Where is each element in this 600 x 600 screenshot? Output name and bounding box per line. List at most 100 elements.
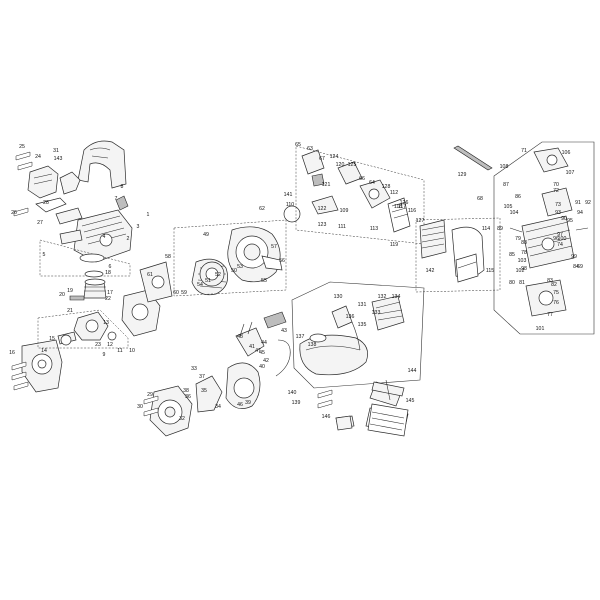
part-number-138: 138 bbox=[308, 342, 317, 348]
part-number-124: 124 bbox=[330, 154, 339, 160]
part-number-100: 100 bbox=[558, 236, 567, 242]
part-number-141: 141 bbox=[284, 192, 293, 198]
part-number-35: 35 bbox=[201, 388, 207, 394]
part-number-18: 18 bbox=[105, 270, 111, 276]
starter-group bbox=[139, 205, 301, 303]
part-number-19: 19 bbox=[67, 288, 73, 294]
part-number-143: 143 bbox=[54, 156, 63, 162]
part-number-44: 44 bbox=[261, 340, 267, 346]
part-number-89: 89 bbox=[497, 226, 503, 232]
part-number-87: 87 bbox=[503, 182, 509, 188]
part-number-48: 48 bbox=[237, 334, 243, 340]
part-number-99: 99 bbox=[571, 254, 577, 260]
part-number-91: 91 bbox=[575, 200, 581, 206]
ignition-group bbox=[149, 311, 291, 437]
part-number-43: 43 bbox=[281, 328, 287, 334]
part-number-45: 45 bbox=[259, 350, 265, 356]
crankcase-group bbox=[21, 253, 161, 393]
part-number-72: 72 bbox=[553, 188, 559, 194]
part-number-57: 57 bbox=[271, 244, 277, 250]
part-number-22: 22 bbox=[105, 296, 111, 302]
part-number-41: 41 bbox=[249, 344, 255, 350]
part-number-126: 126 bbox=[400, 200, 409, 206]
air-filter-group bbox=[415, 217, 501, 293]
part-number-70: 70 bbox=[553, 182, 559, 188]
part-number-112: 112 bbox=[390, 190, 398, 196]
part-number-67: 67 bbox=[319, 156, 325, 162]
part-number-110: 110 bbox=[286, 202, 294, 208]
part-number-136: 136 bbox=[346, 314, 355, 320]
part-number-42: 42 bbox=[263, 358, 269, 364]
part-number-17: 17 bbox=[107, 290, 113, 296]
part-illustrations bbox=[11, 140, 595, 437]
part-number-6: 6 bbox=[109, 264, 112, 270]
part-number-15: 15 bbox=[49, 336, 55, 342]
part-number-77: 77 bbox=[547, 312, 553, 318]
part-number-95: 95 bbox=[567, 218, 573, 224]
part-number-26: 26 bbox=[11, 210, 17, 216]
part-number-83: 83 bbox=[547, 278, 553, 284]
part-number-118: 118 bbox=[394, 204, 402, 210]
part-number-69: 69 bbox=[577, 264, 583, 270]
part-number-54: 54 bbox=[197, 282, 203, 288]
part-number-20: 20 bbox=[59, 292, 65, 298]
part-number-145: 145 bbox=[406, 398, 415, 404]
part-number-29: 29 bbox=[147, 392, 153, 398]
part-number-125: 125 bbox=[348, 162, 357, 168]
part-number-80: 80 bbox=[509, 280, 515, 286]
part-number-97: 97 bbox=[557, 232, 563, 238]
part-number-11: 11 bbox=[117, 348, 122, 354]
part-number-107: 107 bbox=[566, 170, 575, 176]
part-number-21: 21 bbox=[67, 308, 73, 314]
tool-kit-group bbox=[335, 379, 409, 437]
part-number-81: 81 bbox=[519, 280, 525, 286]
part-number-9: 9 bbox=[103, 352, 106, 358]
part-number-90: 90 bbox=[561, 216, 567, 222]
fasteners bbox=[11, 151, 333, 417]
part-number-96: 96 bbox=[553, 236, 559, 242]
part-number-47: 47 bbox=[255, 348, 261, 354]
fan-cover-group bbox=[27, 140, 133, 277]
part-number-33: 33 bbox=[191, 366, 197, 372]
part-number-66: 66 bbox=[359, 176, 365, 182]
part-number-85: 85 bbox=[509, 252, 515, 258]
part-number-36: 36 bbox=[185, 394, 191, 400]
part-number-106: 106 bbox=[562, 150, 571, 156]
part-number-131: 131 bbox=[358, 302, 367, 308]
part-number-88: 88 bbox=[521, 240, 527, 246]
part-number-135: 135 bbox=[358, 322, 367, 328]
part-number-4: 4 bbox=[103, 234, 106, 240]
part-number-139: 139 bbox=[292, 400, 301, 406]
part-number-84: 84 bbox=[573, 264, 579, 270]
part-number-121: 121 bbox=[322, 182, 331, 188]
part-number-92: 92 bbox=[585, 200, 591, 206]
carburetor-group bbox=[493, 141, 595, 335]
part-number-68: 68 bbox=[477, 196, 483, 202]
part-number-73: 73 bbox=[555, 202, 561, 208]
part-number-111: 111 bbox=[338, 224, 346, 230]
part-number-25: 25 bbox=[19, 144, 25, 150]
part-number-122: 122 bbox=[318, 206, 327, 212]
part-number-79: 79 bbox=[515, 236, 521, 242]
long-pin-part bbox=[453, 145, 493, 171]
part-number-94: 94 bbox=[577, 210, 583, 216]
part-number-130: 130 bbox=[334, 294, 343, 300]
part-number-62: 62 bbox=[259, 206, 265, 212]
part-number-108: 108 bbox=[500, 164, 509, 170]
part-number-75: 75 bbox=[553, 290, 559, 296]
part-number-142: 142 bbox=[426, 268, 435, 274]
part-number-144: 144 bbox=[408, 368, 417, 374]
part-number-56: 56 bbox=[279, 258, 285, 264]
part-number-60: 60 bbox=[173, 290, 179, 296]
part-number-127: 127 bbox=[416, 218, 425, 224]
part-number-10: 10 bbox=[129, 348, 135, 354]
part-number-51: 51 bbox=[205, 278, 211, 284]
part-number-31: 31 bbox=[53, 148, 59, 154]
part-number-14: 14 bbox=[41, 348, 47, 354]
part-number-39: 39 bbox=[245, 400, 251, 406]
part-number-128: 128 bbox=[382, 184, 391, 190]
part-number-53: 53 bbox=[237, 264, 243, 270]
part-number-27: 27 bbox=[37, 220, 43, 226]
part-number-146: 146 bbox=[322, 414, 331, 420]
